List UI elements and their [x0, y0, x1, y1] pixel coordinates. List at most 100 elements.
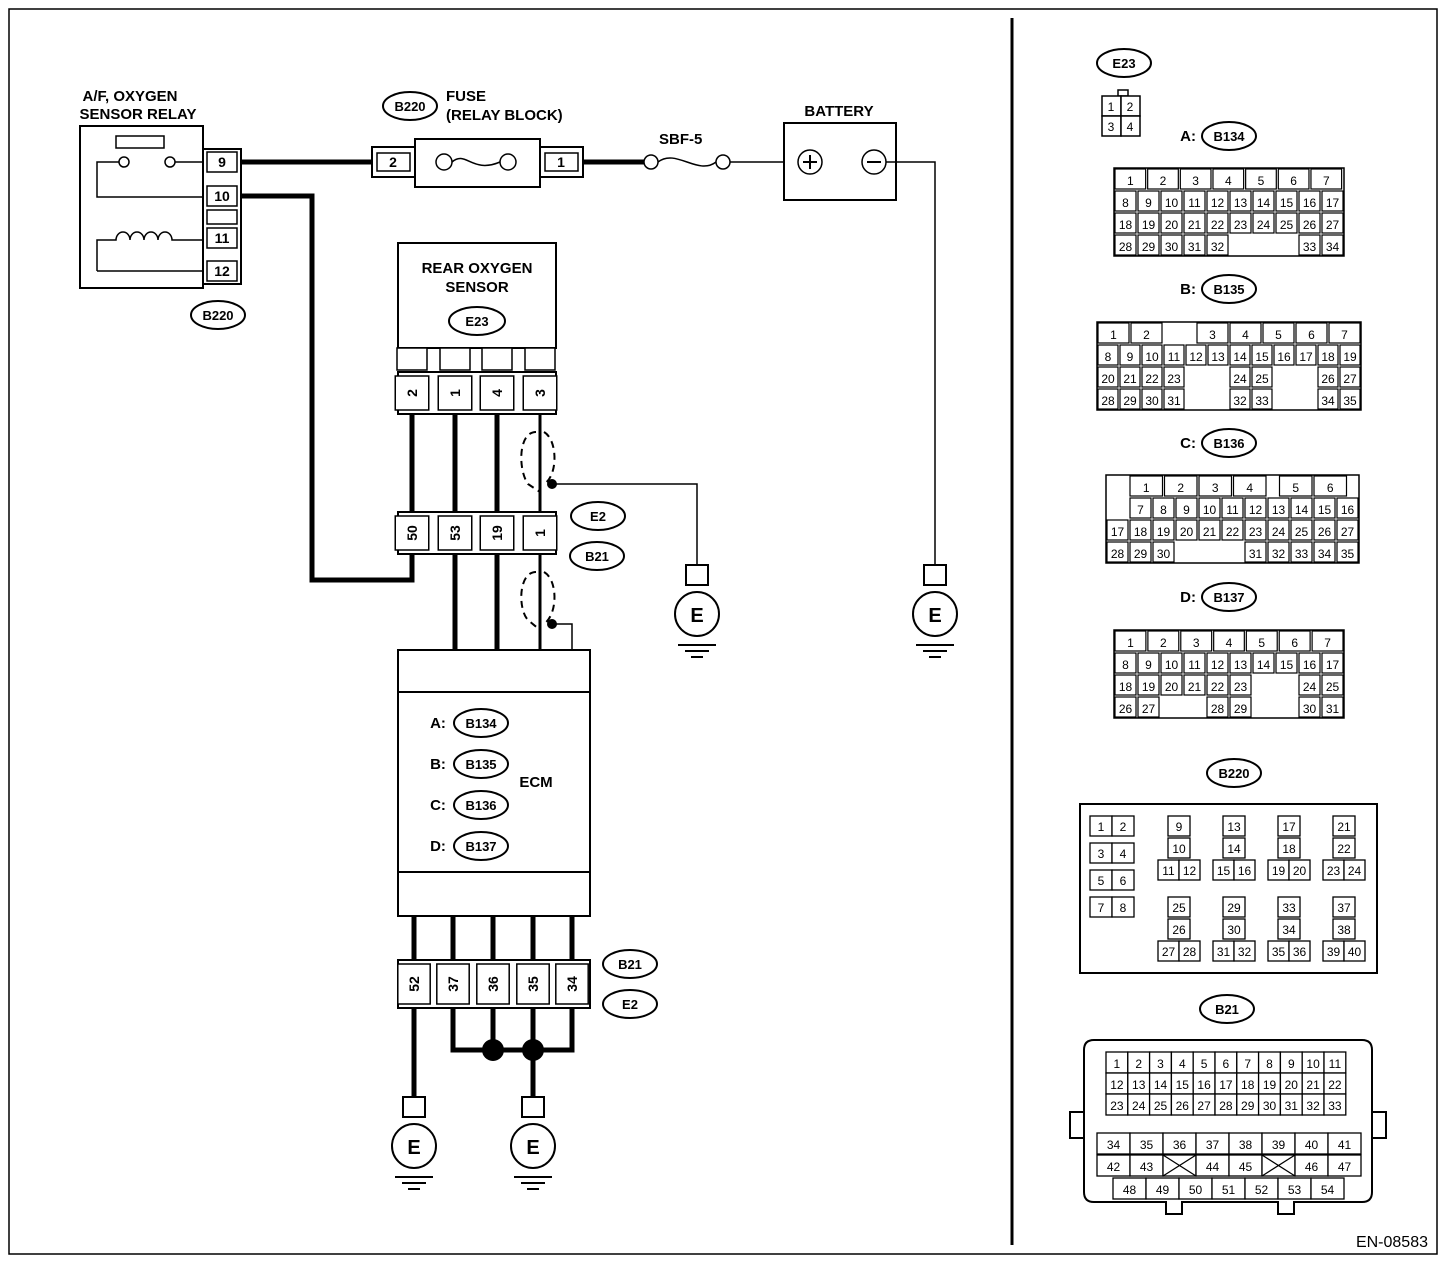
d137-connector-view-pin-19: 19 [1142, 680, 1156, 694]
b136-connector-view-pin-10: 10 [1203, 503, 1217, 517]
b136-connector-view-pin-cell [1198, 497, 1221, 519]
b136-connector-view-pin-18: 18 [1134, 525, 1148, 539]
d137-connector-view-pin-30: 30 [1303, 702, 1317, 716]
b136-connector-view-pin-6: 6 [1327, 481, 1334, 495]
b220-pin-cell [1277, 918, 1301, 940]
b136-connector-view-pin-1: 1 [1143, 481, 1150, 495]
b136-connector-view-pin-22: 22 [1226, 525, 1240, 539]
ecm-label: ECM [519, 774, 552, 791]
b21-view-code: B21 [1215, 1002, 1239, 1017]
b220-view-code-badge [1206, 758, 1262, 788]
b21-pin-39: 39 [1272, 1138, 1286, 1152]
b220-pin-6: 6 [1120, 874, 1127, 888]
e23-view-code-badge [1096, 48, 1152, 78]
b134-connector-view-pin-cell [1275, 190, 1298, 212]
b135-connector-view-pin-12: 12 [1189, 350, 1203, 364]
b136-connector-view-pin-21: 21 [1203, 525, 1217, 539]
b135-connector-view-pin-6: 6 [1308, 328, 1315, 342]
d137-connector-view-pin-cell [1321, 696, 1344, 718]
d137-connector-view-pin-cell [1321, 652, 1344, 674]
b220-pin-30: 30 [1227, 923, 1241, 937]
b21-pin-38: 38 [1239, 1138, 1253, 1152]
b21-pin-40: 40 [1305, 1138, 1319, 1152]
b135-connector-view-pin-24: 24 [1233, 372, 1247, 386]
b134-connector-view-pin-4: 4 [1225, 174, 1232, 188]
b21-pin-25: 25 [1154, 1099, 1168, 1113]
d137-connector-view-pin-28: 28 [1211, 702, 1225, 716]
b136-connector-view-pin-24: 24 [1272, 525, 1286, 539]
b21-pin-4: 4 [1179, 1057, 1186, 1071]
b134-connector-view-pin-cell [1137, 190, 1160, 212]
b220-pin-10: 10 [1172, 842, 1186, 856]
b135-connector-view-pin-19: 19 [1343, 350, 1357, 364]
b135-connector-view-pin-cell [1119, 344, 1141, 366]
b220-pin-36: 36 [1293, 945, 1307, 959]
d137-connector-view-pin-22: 22 [1211, 680, 1225, 694]
b135-connector-view-pin-14: 14 [1233, 350, 1247, 364]
b136-connector-view-pin-23: 23 [1249, 525, 1263, 539]
b135-connector-view-pin-cell [1163, 344, 1185, 366]
b220-pin-38: 38 [1337, 923, 1351, 937]
fuse-connector-code: B220 [394, 99, 425, 114]
b135-connector-view-pin-cell [1229, 344, 1251, 366]
b134-connector-view-pin-12: 12 [1211, 196, 1225, 210]
d137-connector-view-pin-25: 25 [1326, 680, 1340, 694]
ground-icon: E [912, 564, 958, 658]
b21-pin-50: 50 [1189, 1183, 1203, 1197]
sensor-connector-cell [394, 375, 430, 411]
b135-connector-view-pin-17: 17 [1299, 350, 1313, 364]
b136-connector-view-pin-cell [1244, 497, 1267, 519]
relay-contact-right [164, 156, 176, 168]
d137-connector-view-pin-cell [1298, 652, 1321, 674]
e23-view-code: E23 [1112, 56, 1135, 71]
b134-connector-view-pin-cell [1160, 234, 1183, 256]
b21-pin-11: 11 [1329, 1057, 1342, 1071]
sensor-connector-cell [437, 375, 473, 411]
b21-pin-21: 21 [1306, 1078, 1320, 1092]
b136-connector-view-pin-19: 19 [1157, 525, 1171, 539]
b21-pin-41: 41 [1338, 1138, 1352, 1152]
b135-connector-view-code: B135 [1213, 282, 1244, 297]
b136-connector-view-pin-cell [1152, 541, 1175, 563]
b220-pin-14: 14 [1227, 842, 1241, 856]
b220-pin-cell [1332, 918, 1356, 940]
b136-connector-view-pin-3: 3 [1212, 481, 1219, 495]
b134-connector-view-pin-cell [1183, 190, 1206, 212]
b134-connector-view-pin-cell [1160, 190, 1183, 212]
d137-connector-view-pin-cell [1206, 696, 1229, 718]
b21-pin-17: 17 [1219, 1078, 1233, 1092]
d137-connector-view-pin-cell [1252, 652, 1275, 674]
b134-connector-view-pin-22: 22 [1211, 218, 1225, 232]
fuse-pin-2: 2 [389, 154, 397, 170]
d137-connector-view-pin-cell [1229, 652, 1252, 674]
d137-connector-view-pin-cell [1114, 696, 1137, 718]
b136-connector-view-pin-cell [1221, 519, 1244, 541]
b136-connector-view-pin-7: 7 [1137, 503, 1144, 517]
d137-connector-view-pin-cell [1114, 674, 1137, 696]
b134-connector-view-pin-cell [1183, 212, 1206, 234]
b220-pin-cell [1111, 842, 1135, 864]
b21-pin-cell [1327, 1132, 1362, 1155]
b220-pin-cell [1222, 815, 1246, 837]
b135-connector-view-pin-cell [1251, 366, 1273, 388]
sensor-code-badge [448, 306, 506, 336]
b135-connector-view-pin-cell [1097, 322, 1130, 344]
splice-dot [522, 1039, 544, 1061]
sensor-lead [481, 347, 513, 371]
b134-connector-view-pin-cell [1298, 212, 1321, 234]
b220-pin-27: 27 [1162, 945, 1176, 959]
mid-connector-codes: E2 B21 [569, 501, 626, 571]
d137-connector-view-pin-cell [1160, 674, 1183, 696]
d137-connector-view-pin-cell [1160, 652, 1183, 674]
b134-connector-view-pin-9: 9 [1145, 196, 1152, 210]
b21-pin-10: 10 [1306, 1057, 1320, 1071]
b136-connector-view-pin-cell [1175, 497, 1198, 519]
b21-pin-3: 3 [1157, 1057, 1164, 1071]
b220-pin-cell [1343, 940, 1366, 962]
b134-connector-view-pin-cell [1160, 212, 1183, 234]
